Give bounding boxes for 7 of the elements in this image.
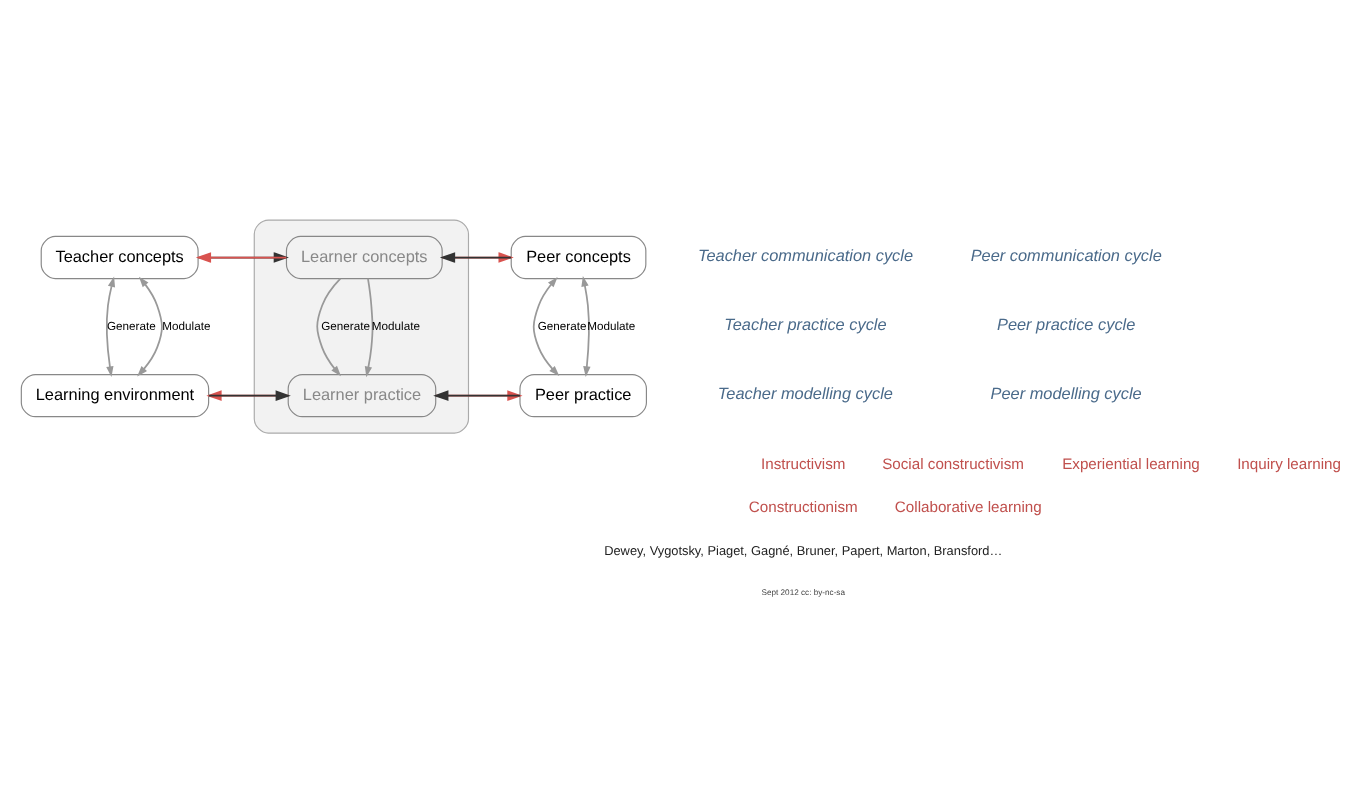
cluster	[253, 218, 470, 433]
arrow	[581, 275, 591, 376]
arrow	[105, 275, 116, 376]
arrow	[364, 276, 374, 377]
arrow	[316, 276, 342, 376]
arrow	[137, 275, 163, 376]
arrow	[532, 275, 560, 376]
